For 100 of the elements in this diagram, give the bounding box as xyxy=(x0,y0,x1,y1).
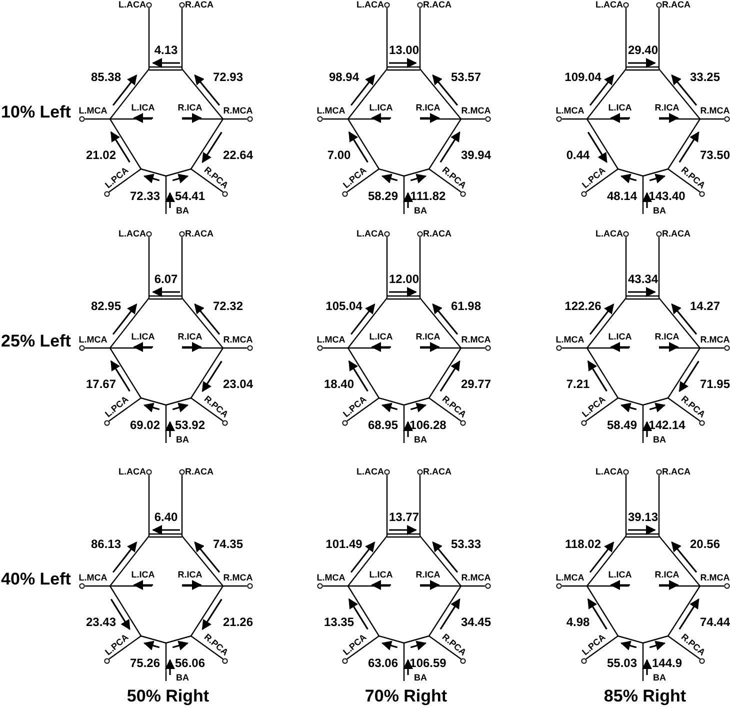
vessel-label: R.ACA xyxy=(185,230,214,238)
vessel-label: R.MCA xyxy=(223,106,253,116)
vessel-label: R.ICA xyxy=(178,104,202,112)
vessel-label: R.MCA xyxy=(461,336,491,344)
flow-value: 53.33 xyxy=(450,538,482,550)
vessel-label: R.ACA xyxy=(423,468,452,476)
vessel-label: L.MCA xyxy=(556,336,584,344)
vessel-label: L.ICA xyxy=(131,104,155,112)
vessel-label: R.ACA xyxy=(185,0,214,10)
vessel-label: BA xyxy=(176,436,189,444)
flow-value: 69.02 xyxy=(130,419,160,431)
flow-value: 61.98 xyxy=(450,300,482,312)
flow-value: 12.00 xyxy=(388,273,420,285)
vessel-label: R.MCA xyxy=(223,336,253,344)
flow-value: 4.98 xyxy=(566,616,590,628)
vessel-label: L.MCA xyxy=(556,106,584,116)
flow-value: 23.04 xyxy=(222,378,254,390)
vessel-label: L.ACA xyxy=(118,0,146,10)
vessel-label: L.ICA xyxy=(369,104,393,112)
vessel-label: R.ACA xyxy=(662,230,690,238)
flow-value: 98.94 xyxy=(328,71,360,83)
flow-value: 18.40 xyxy=(324,378,354,390)
flow-value: 73.50 xyxy=(700,149,730,161)
vessel-label: R.ICA xyxy=(178,570,202,580)
vessel-label: R.ACA xyxy=(185,468,214,476)
flow-value: 29.40 xyxy=(628,44,658,56)
flow-value: 72.93 xyxy=(212,71,244,83)
flow-value: 53.57 xyxy=(450,71,482,83)
vessel-label: L.ICA xyxy=(608,104,632,112)
flow-value: 4.13 xyxy=(154,44,178,56)
flow-value: 58.29 xyxy=(368,190,398,202)
flow-value: 33.25 xyxy=(690,71,720,83)
flow-value: 6.07 xyxy=(154,273,178,285)
flow-value: 7.21 xyxy=(566,378,590,390)
vessel-label: L.MCA xyxy=(316,574,346,582)
flow-value: 106.59 xyxy=(410,657,446,669)
vessel-label: L.ACA xyxy=(596,230,623,238)
vessel-label: R.MCA xyxy=(700,106,730,116)
vessel-label: L.ACA xyxy=(118,468,146,476)
flow-value: 22.64 xyxy=(222,149,254,161)
flow-value: 105.04 xyxy=(326,300,362,312)
flow-value: 13.77 xyxy=(388,511,420,523)
vessel-label: L.ICA xyxy=(369,332,393,342)
flow-value: 122.26 xyxy=(564,300,602,312)
row-label: 10% Left xyxy=(1,104,71,120)
flow-value: 143.40 xyxy=(648,190,686,202)
flow-value: 48.14 xyxy=(606,190,638,202)
flow-value: 86.13 xyxy=(90,538,122,550)
vessel-label: BA xyxy=(414,674,427,682)
vessel-label: L.ICA xyxy=(369,570,393,580)
column-label: 50% Right xyxy=(126,688,210,704)
column-label: 70% Right xyxy=(364,688,448,704)
vessel-label: L.ACA xyxy=(596,468,623,476)
flow-value: 21.02 xyxy=(86,149,116,161)
vessel-label: R.MCA xyxy=(223,574,253,582)
flow-value: 72.33 xyxy=(130,190,160,202)
flow-value: 43.34 xyxy=(628,273,658,285)
vessel-label: R.ICA xyxy=(654,570,680,580)
vessel-label: R.ICA xyxy=(416,332,440,342)
vessel-label: L.ACA xyxy=(356,230,384,238)
flow-value: 111.82 xyxy=(410,190,446,202)
flow-value: 82.95 xyxy=(90,300,122,312)
vessel-label: R.ACA xyxy=(423,230,452,238)
vessel-label: BA xyxy=(176,674,189,682)
column-label: 85% Right xyxy=(604,688,686,704)
flow-value: 17.67 xyxy=(86,378,116,390)
flow-value: 74.44 xyxy=(700,616,730,628)
vessel-label: L.ACA xyxy=(356,0,384,10)
vessel-label: L.ACA xyxy=(596,0,623,10)
vessel-label: R.ACA xyxy=(423,0,452,10)
flow-value: 39.13 xyxy=(628,511,658,523)
vessel-label: R.ICA xyxy=(654,332,680,342)
flow-value: 75.26 xyxy=(130,657,160,669)
flow-value: 144.9 xyxy=(652,657,682,669)
vessel-label: R.ICA xyxy=(416,570,440,580)
flow-value: 68.95 xyxy=(368,419,398,431)
flow-value: 63.06 xyxy=(368,657,398,669)
vessel-label: L.MCA xyxy=(78,106,108,116)
flow-value: 53.92 xyxy=(174,419,206,431)
vessel-label: L.MCA xyxy=(78,336,108,344)
row-label: 25% Left xyxy=(1,332,71,350)
flow-value: 0.44 xyxy=(566,149,590,161)
flow-value: 72.32 xyxy=(212,300,244,312)
vessel-label: L.ICA xyxy=(131,332,155,342)
flow-value: 56.06 xyxy=(174,657,206,669)
vessel-label: BA xyxy=(653,436,666,444)
flow-value: 106.28 xyxy=(410,419,446,431)
vessel-label: L.MCA xyxy=(316,106,346,116)
flow-value: 34.45 xyxy=(460,616,492,628)
vessel-label: L.ICA xyxy=(131,570,155,580)
vessel-label: R.ICA xyxy=(416,104,440,112)
vessel-label: BA xyxy=(414,206,427,216)
vessel-label: L.ICA xyxy=(608,332,632,342)
vessel-label: R.ICA xyxy=(178,332,202,342)
vessel-label: R.MCA xyxy=(461,106,491,116)
flow-value: 109.04 xyxy=(564,71,602,83)
vessel-label: L.ACA xyxy=(356,468,384,476)
vessel-label: L.MCA xyxy=(316,336,346,344)
vessel-label: L.ACA xyxy=(118,230,146,238)
flow-value: 71.95 xyxy=(700,378,730,390)
